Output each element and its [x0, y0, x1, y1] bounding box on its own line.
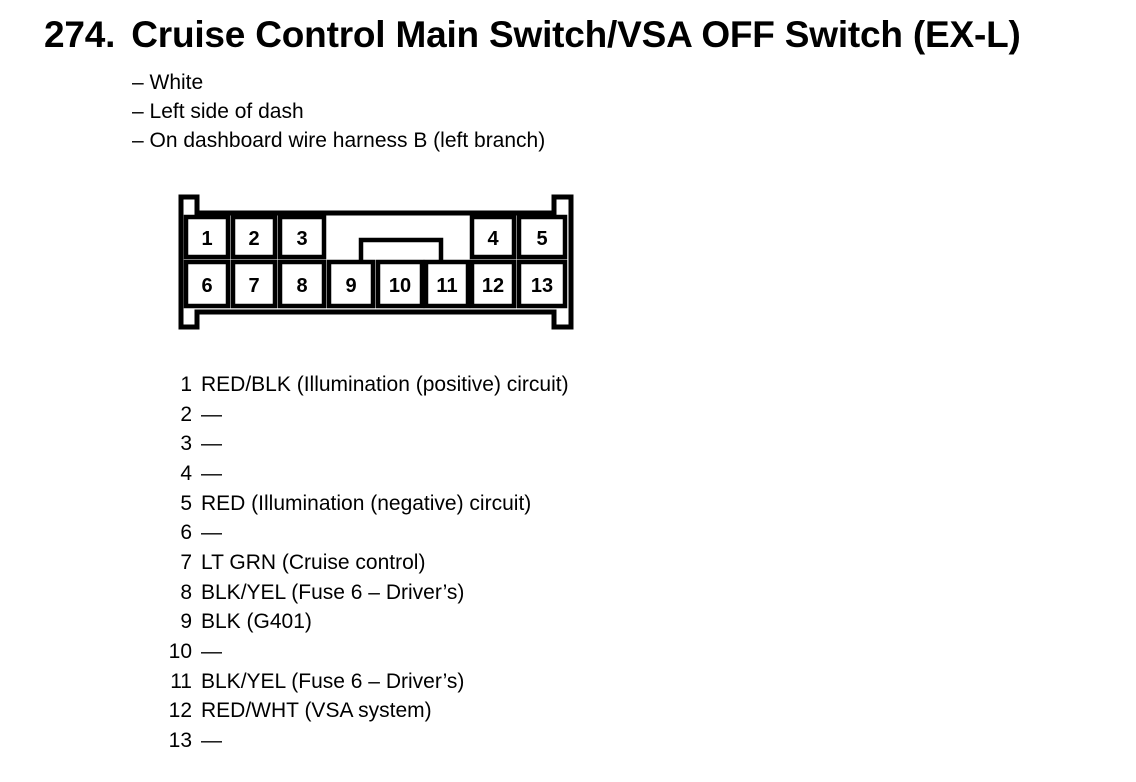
- cavity-6: [183, 259, 231, 309]
- cavity-2: [230, 214, 278, 260]
- pin-description: —: [201, 521, 222, 545]
- pin-description: —: [201, 432, 222, 456]
- cavity-label-7: 7: [248, 275, 259, 297]
- pin-number: 10: [168, 640, 192, 664]
- pin-row: 3—: [160, 429, 569, 459]
- pin-row: 11 BLK/YEL (Fuse 6 – Driver’s): [160, 667, 569, 697]
- pin-number: 6: [180, 521, 192, 545]
- section-title: Cruise Control Main Switch/VSA OFF Switc…: [131, 14, 1021, 55]
- pin-number: 13: [168, 729, 192, 753]
- pin-number: 7: [180, 550, 192, 574]
- cavity-1: [183, 214, 231, 260]
- pin-description: BLK/YEL (Fuse 6 – Driver’s): [201, 580, 465, 604]
- pin-description: BLK (G401): [201, 610, 312, 634]
- cavity-11: [423, 259, 471, 309]
- section-number: 274.: [44, 14, 116, 55]
- pin-row: 7 LT GRN (Cruise control): [160, 548, 569, 578]
- pin-description: BLK/YEL (Fuse 6 – Driver’s): [201, 669, 465, 693]
- connector-key-tab: [358, 237, 444, 262]
- cavity-label-9: 9: [345, 275, 356, 297]
- pin-number: 3: [180, 432, 192, 456]
- pin-number: 2: [180, 402, 192, 426]
- pin-row: 9 BLK (G401): [160, 608, 569, 638]
- connector-notes: – White – Left side of dash – On dashboa…: [132, 68, 545, 155]
- pin-number: 12: [168, 699, 192, 723]
- cavity-13: [516, 259, 568, 309]
- pin-row: 2—: [160, 400, 569, 430]
- cavity-label-12: 12: [482, 275, 504, 297]
- pin-row: 10 —: [160, 637, 569, 667]
- cavity-label-13: 13: [531, 275, 553, 297]
- pin-row: 6—: [160, 518, 569, 548]
- pin-description: —: [201, 729, 222, 753]
- note-location: – Left side of dash: [132, 100, 304, 123]
- pin-row: 12 RED/WHT (VSA system): [160, 697, 569, 727]
- pin-description: RED/WHT (VSA system): [201, 699, 432, 723]
- pin-description: —: [201, 461, 222, 485]
- cavity-label-10: 10: [389, 275, 411, 297]
- cavity-label-1: 1: [201, 228, 212, 250]
- pin-assignment-list: 1 RED/BLK (Illumination (positive) circui…: [160, 370, 569, 756]
- pin-description: —: [201, 402, 222, 426]
- connector-diagram: 1 2 3 4 5 6 7 8 9 10 11 12 13: [178, 194, 578, 339]
- pin-number: 9: [180, 610, 192, 634]
- cavity-9: [326, 259, 376, 309]
- pin-number: 1: [180, 372, 192, 396]
- cavity-label-4: 4: [487, 228, 499, 250]
- pin-number: 11: [170, 669, 192, 693]
- cavity-label-6: 6: [201, 275, 212, 297]
- pin-row: 5 RED (Illumination (negative) circuit): [160, 489, 569, 519]
- pin-description: RED/BLK (Illumination (positive) circuit…: [201, 372, 569, 396]
- note-color: – White: [132, 71, 204, 94]
- connector-housing: [178, 194, 574, 330]
- cavity-label-8: 8: [296, 275, 307, 297]
- connector-face-view: 1 2 3 4 5 6 7 8 9 10 11 12 13: [178, 194, 574, 330]
- cavity-3: [277, 214, 327, 260]
- pin-number: 8: [180, 580, 192, 604]
- cavity-5: [516, 214, 568, 260]
- cavity-4: [469, 214, 517, 260]
- cavity-label-11: 11: [436, 275, 457, 297]
- cavity-7: [230, 259, 278, 309]
- pin-description: LT GRN (Cruise control): [201, 550, 426, 574]
- pin-row: 4—: [160, 459, 569, 489]
- pin-description: —: [201, 640, 222, 664]
- pin-row: 13 —: [160, 726, 569, 756]
- page-title: 274. Cruise Control Main Switch/VSA OFF S…: [44, 14, 1021, 56]
- cavity-8: [277, 259, 327, 309]
- cavity-label-3: 3: [296, 228, 307, 250]
- pin-row: 8 BLK/YEL (Fuse 6 – Driver’s): [160, 578, 569, 608]
- pin-number: 5: [180, 491, 192, 515]
- note-harness: – On dashboard wire harness B (left bran…: [132, 129, 546, 152]
- cavity-10: [375, 259, 425, 309]
- pin-number: 4: [180, 461, 192, 485]
- cavity-label-2: 2: [248, 228, 259, 250]
- cavity-label-5: 5: [536, 228, 547, 250]
- pin-row: 1 RED/BLK (Illumination (positive) circui…: [160, 370, 569, 400]
- pin-description: RED (Illumination (negative) circuit): [201, 491, 532, 515]
- cavity-12: [469, 259, 517, 309]
